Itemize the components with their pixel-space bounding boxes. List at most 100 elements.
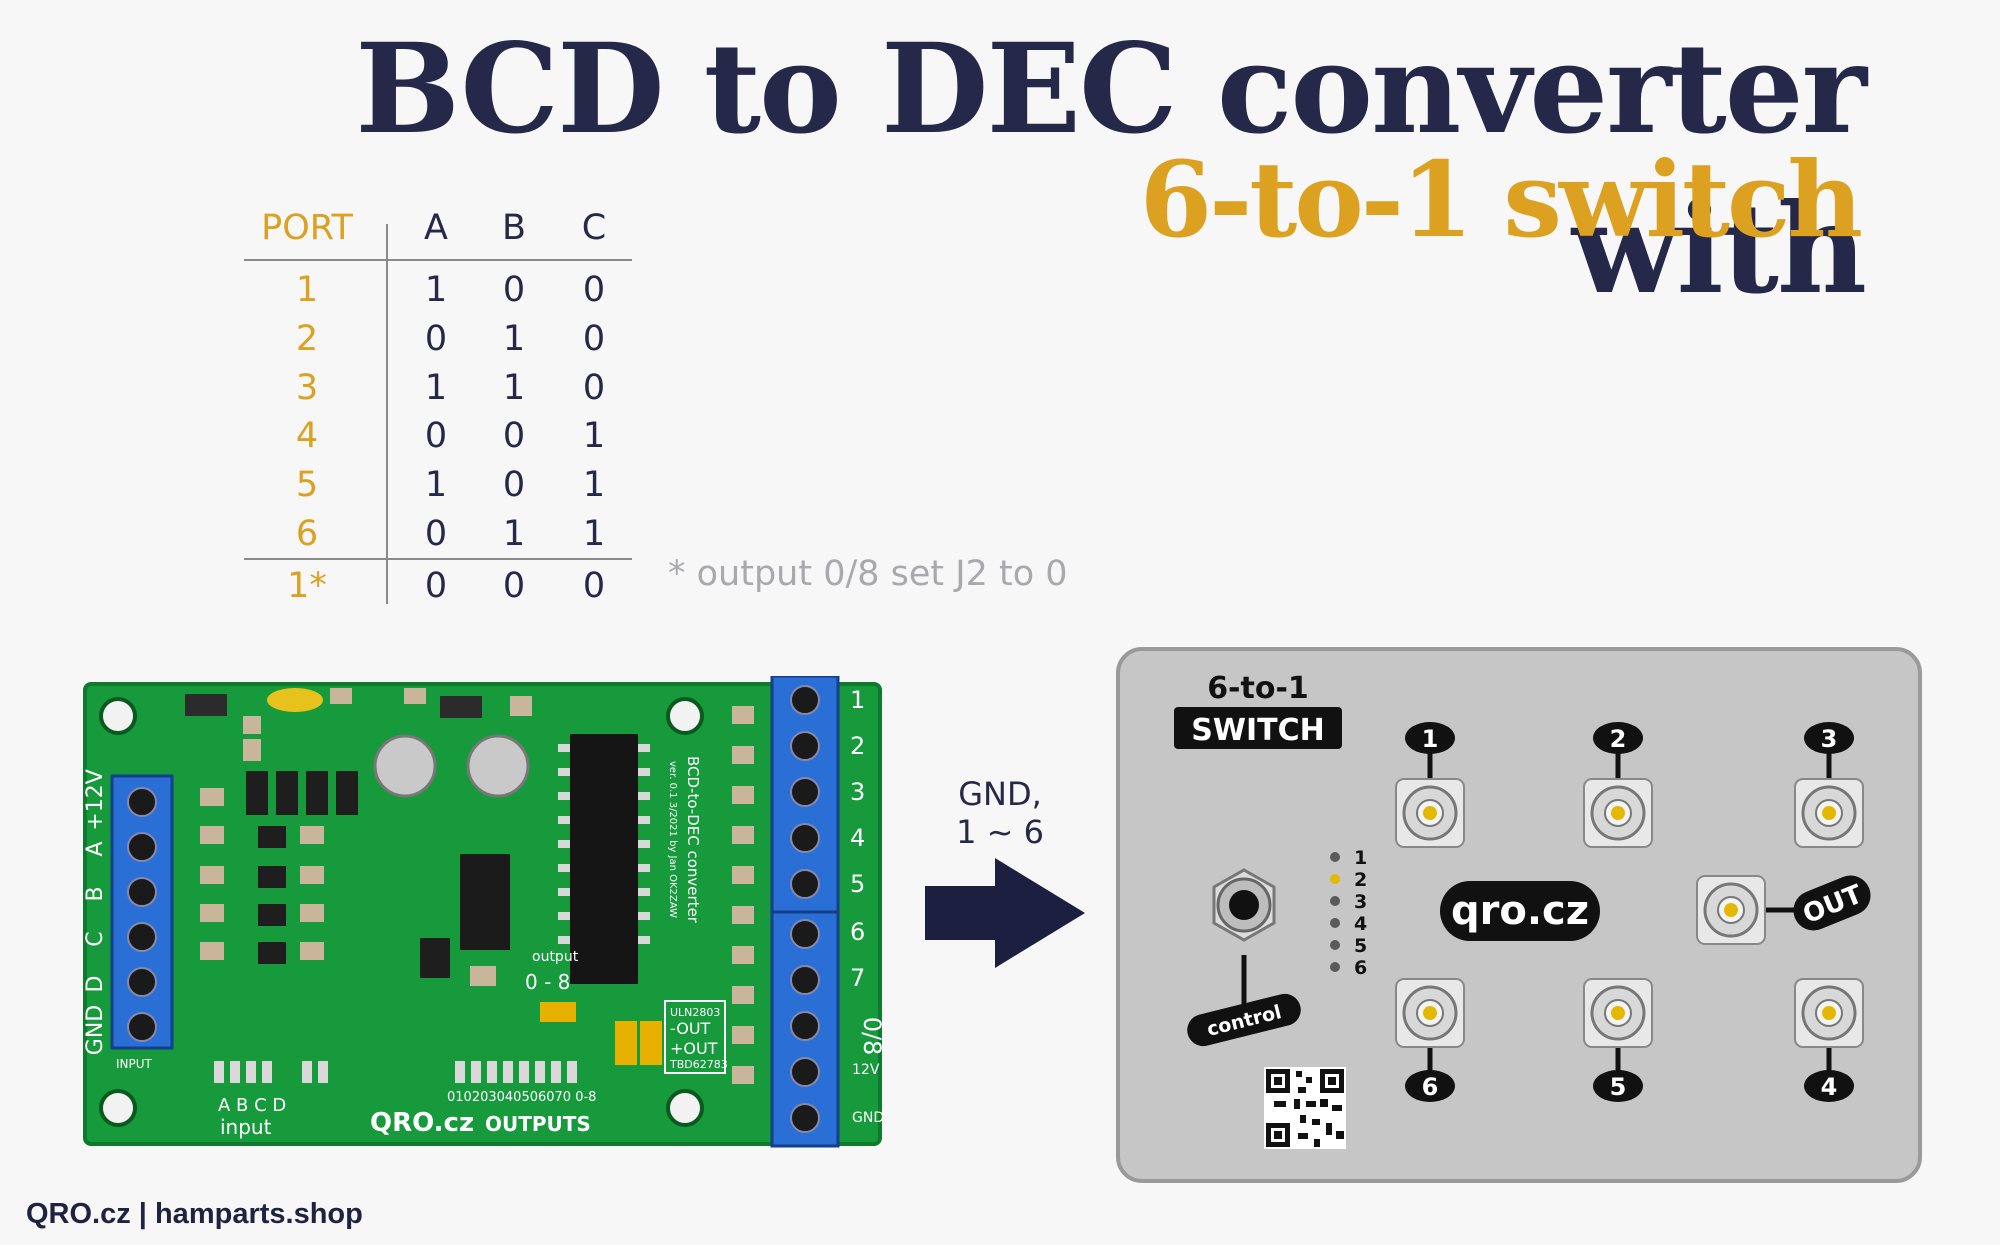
svg-text:3: 3 (1354, 891, 1367, 913)
svg-text:C: C (83, 931, 108, 946)
port-label-4: 4 (1821, 1073, 1838, 1101)
a-cell: 1 (424, 270, 448, 310)
arrow-label: GND, 1 ~ 6 (930, 775, 1070, 851)
b-cell: 0 (502, 465, 526, 505)
svg-text:0/8: 0/8 (858, 1017, 885, 1056)
svg-text:4: 4 (850, 824, 865, 852)
pcb-version-vertical: ver. 0.1 3/2021 by Jan OK2ZAW (667, 761, 678, 918)
pcb-brand: QRO.cz (370, 1108, 474, 1138)
port-cell: 2 (295, 319, 319, 359)
left-terminal-labels: +12V A B C D GND (83, 769, 108, 1055)
table-row: 2 0 1 0 (244, 319, 632, 365)
pcb-board-image: +12V A B C D GND INPUT 1 2 3 4 5 6 7 0/8… (83, 676, 885, 1148)
pcb-outputs-numbers: 010203040506070 0-8 (447, 1090, 596, 1105)
brand-badge (1440, 881, 1600, 941)
control-jack (1212, 868, 1276, 942)
pcb-input-letters: A B C D (218, 1095, 286, 1116)
table-row: 5 1 0 1 (244, 465, 632, 511)
a-cell: 1 (424, 465, 448, 505)
b-cell: 1 (502, 368, 526, 408)
table-note: * output 0/8 set J2 to 0 (668, 554, 1068, 594)
table-row: 4 0 0 1 (244, 416, 632, 462)
port-label-3: 3 (1821, 725, 1838, 753)
pcb-components (185, 688, 754, 1084)
svg-text:6: 6 (1354, 957, 1367, 979)
header-port: PORT (261, 208, 353, 248)
rf-connectors (1395, 778, 1864, 1048)
switch-title-line1: 6-to-1 (1207, 671, 1309, 706)
pcb-chip-bottom-label: TBD62783 (669, 1058, 728, 1071)
a-cell: 0 (424, 566, 448, 606)
switch-title-line2: SWITCH (1191, 713, 1324, 748)
port-cell: 4 (295, 416, 319, 456)
c-cell: 1 (582, 416, 606, 456)
c-cell: 0 (582, 566, 606, 606)
header-b: B (501, 208, 526, 248)
table-row: 3 1 1 0 (244, 368, 632, 414)
pcb-output-range-label: output (532, 949, 579, 965)
svg-text:GND: GND (83, 1005, 108, 1055)
a-cell: 1 (424, 368, 448, 408)
c-cell: 1 (582, 465, 606, 505)
brand-logo: qro.cz (1451, 888, 1589, 934)
switch-box-image: 6-to-1 SWITCH 1 2 3 6 5 4 (1116, 647, 1922, 1183)
svg-text:A: A (83, 841, 108, 856)
led-indicators (1330, 852, 1340, 972)
c-cell: 1 (582, 514, 606, 554)
b-cell: 0 (502, 566, 526, 606)
b-cell: 0 (502, 270, 526, 310)
port-cell: 1* (287, 566, 327, 606)
svg-text:1: 1 (850, 686, 865, 714)
footer-brand: QRO.cz | hamparts.shop (26, 1198, 363, 1230)
footer-divider (244, 558, 632, 560)
port-label-2: 2 (1610, 725, 1627, 753)
left-terminal-block (110, 774, 174, 1050)
port-cell: 3 (295, 368, 319, 408)
page-title: BCD to DEC converter with (355, 17, 1867, 322)
qr-code (1264, 1067, 1346, 1149)
pcb-chip-top-label: ULN2803 (670, 1006, 720, 1019)
svg-text:GND: GND (852, 1110, 884, 1126)
pcb-title-vertical: BCD-to-DEC converter (684, 756, 702, 924)
port-cell: 6 (295, 514, 319, 554)
input-small-label: INPUT (116, 1057, 153, 1071)
port-cell: 1 (295, 270, 319, 310)
svg-text:D: D (83, 976, 108, 993)
table-row: 1 1 0 0 (244, 270, 632, 316)
switch-title-badge (1174, 707, 1342, 749)
a-cell: 0 (424, 514, 448, 554)
svg-text:3: 3 (850, 778, 865, 806)
pcb-input-label: input (220, 1115, 272, 1139)
table-row: 6 0 1 1 (244, 514, 632, 560)
a-cell: 0 (424, 416, 448, 456)
svg-text:+12V: +12V (83, 769, 108, 830)
port-label-6: 6 (1422, 1073, 1439, 1101)
led-labels: 1 2 3 4 5 6 (1354, 847, 1367, 979)
svg-text:2: 2 (850, 732, 865, 760)
port-labels: 1 2 3 6 5 4 (1405, 722, 1854, 1102)
c-cell: 0 (582, 270, 606, 310)
svg-text:12V: 12V (852, 1062, 880, 1078)
b-cell: 1 (502, 319, 526, 359)
pcb-minus-out: -OUT (670, 1019, 711, 1038)
table-row-extra: 1* 0 0 0 (244, 566, 632, 612)
right-terminal-labels: 1 2 3 4 5 6 7 0/8 12V GND (850, 686, 885, 1126)
page-subtitle: 6-to-1 switch (1139, 138, 1863, 261)
c-cell: 0 (582, 368, 606, 408)
svg-text:4: 4 (1354, 913, 1367, 935)
arrow-label-line1: GND, (958, 775, 1042, 813)
a-cell: 0 (424, 319, 448, 359)
pcb-silkscreen-text: QRO.cz input A B C D OUTPUTS 01020304050… (218, 756, 728, 1139)
c-cell: 0 (582, 319, 606, 359)
port-cell: 5 (295, 465, 319, 505)
header-divider (244, 259, 632, 261)
pcb-output-range: 0 - 8 (525, 970, 570, 994)
svg-text:7: 7 (850, 964, 865, 992)
header-a: A (424, 208, 448, 248)
mounting-holes (99, 697, 704, 1127)
pcb-plus-out: +OUT (670, 1039, 718, 1058)
svg-text:6: 6 (850, 918, 865, 946)
port-label-1: 1 (1422, 725, 1439, 753)
truth-table: PORT A B C 1 1 0 0 2 0 1 0 3 1 1 0 4 0 0… (244, 208, 632, 606)
table-header: PORT A B C (244, 208, 632, 254)
